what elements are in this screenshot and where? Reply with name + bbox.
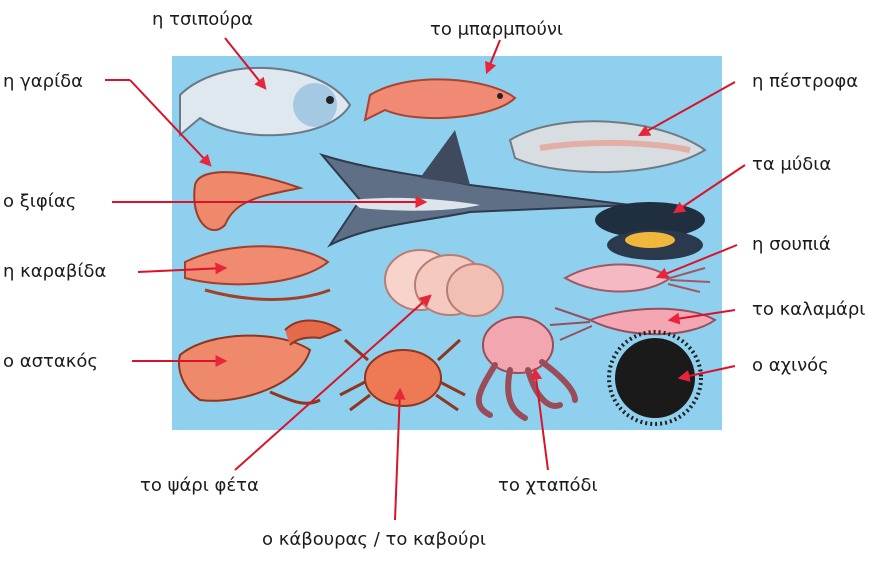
label-mydia: τα μύδια xyxy=(752,155,831,175)
label-kavouras: ο κάβουρας / το καβούρι xyxy=(262,530,486,550)
label-pestrofa: η πέστροφα xyxy=(752,72,858,92)
label-tsipoura: η τσιπούρα xyxy=(152,10,253,30)
label-astakos: ο αστακός xyxy=(3,352,98,372)
label-axinos: ο αχινός xyxy=(752,356,829,376)
label-garida: η γαρίδα xyxy=(3,72,83,92)
label-karavida: η καραβίδα xyxy=(3,262,106,282)
label-xtapodi: το χταπόδι xyxy=(498,476,598,496)
label-kalamari: το καλαμάρι xyxy=(752,300,865,320)
label-xifias: ο ξιφίας xyxy=(3,192,76,212)
label-psari-feta: το ψάρι φέτα xyxy=(140,476,259,496)
label-barbouni: το μπαρμπούνι xyxy=(430,20,563,40)
label-soupia: η σουπιά xyxy=(752,235,831,255)
mydia-mussels xyxy=(595,202,705,260)
